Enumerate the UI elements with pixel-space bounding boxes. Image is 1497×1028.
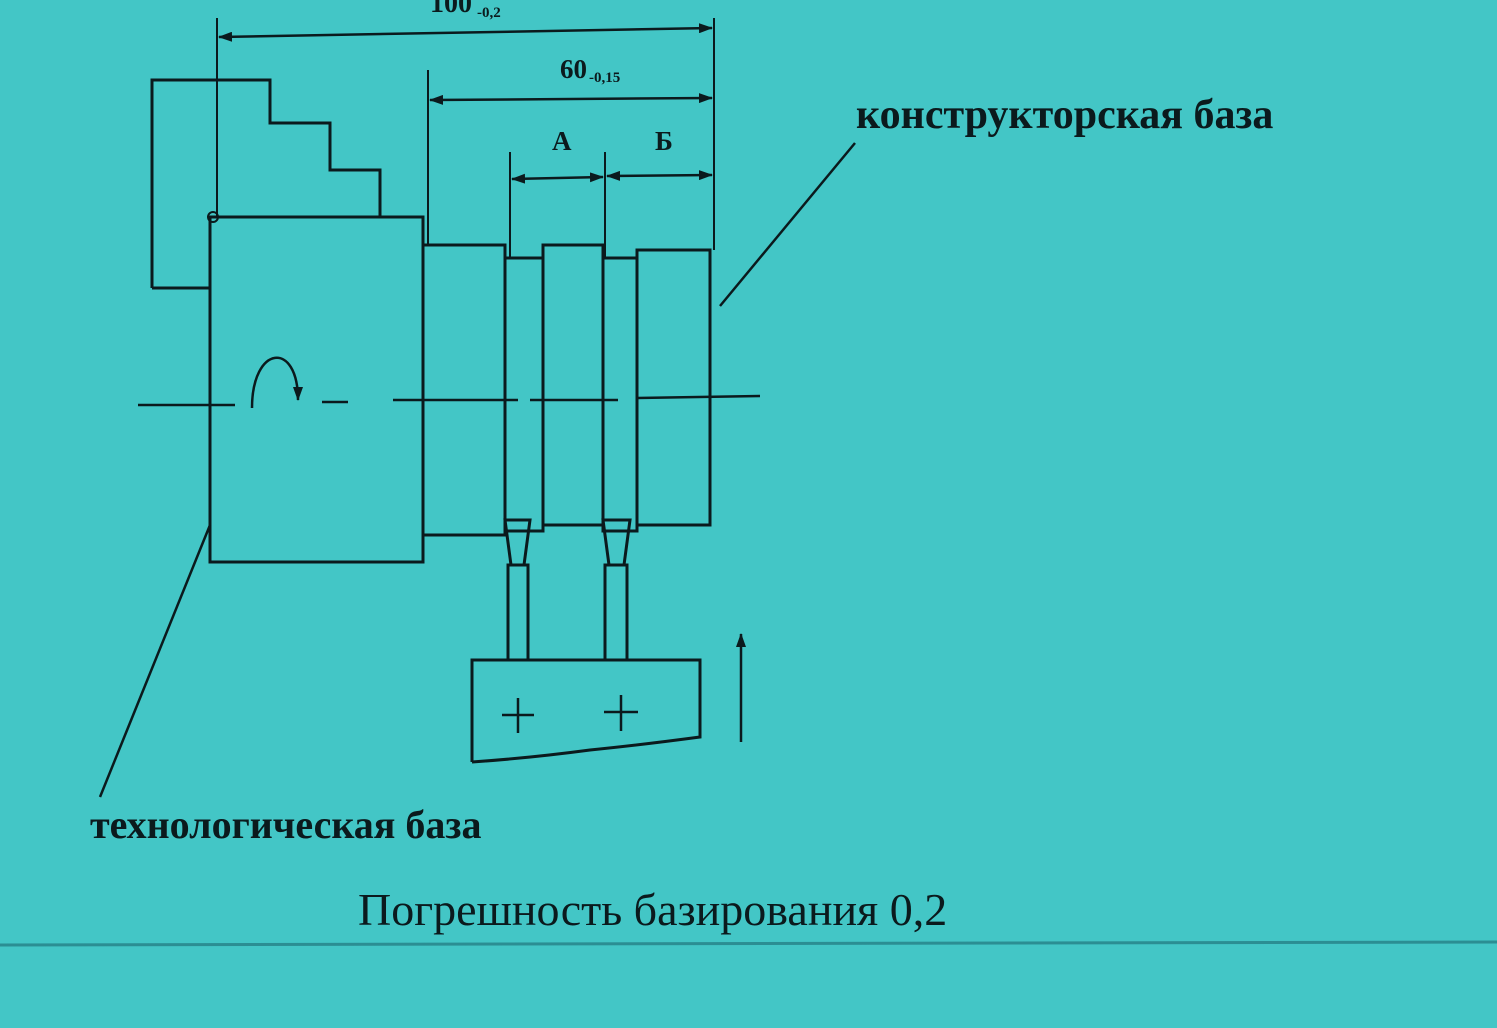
dim-overall-value: 100 <box>430 0 472 19</box>
dim-overall-tolerance: -0,2 <box>477 5 501 21</box>
dim-line-a <box>511 172 604 184</box>
dim-line-b <box>606 170 713 181</box>
leader-technological-base <box>98 524 212 798</box>
leader-design-base <box>719 142 856 307</box>
cutter-1 <box>503 518 532 567</box>
tool-holder <box>470 658 702 764</box>
dim-label-b: Б <box>655 126 673 156</box>
dim-inner-value: 60 <box>560 54 587 84</box>
cutter-2-shank <box>603 563 629 662</box>
caption: Погрешность базирования 0,2 <box>358 884 947 935</box>
dimension-inner: 60 -0,15 <box>560 54 620 86</box>
dimension-overall: 100 -0,2 <box>430 0 501 21</box>
chuck-jaw <box>150 78 382 288</box>
dim-line-overall <box>218 23 713 42</box>
dim-line-inner <box>429 93 713 105</box>
shaft-body <box>423 243 712 537</box>
cutter-1-shank <box>506 563 530 662</box>
dim-inner-tolerance: -0,15 <box>589 70 620 86</box>
design-base-label: конструкторская база <box>856 92 1273 138</box>
workpiece-large-cylinder <box>208 215 425 564</box>
axis-centerline <box>138 394 761 407</box>
dim-label-a: А <box>552 126 572 156</box>
cutter-2 <box>601 518 632 567</box>
technological-base-label: технологическая база <box>90 802 481 847</box>
rotation-arrow-icon <box>250 356 303 409</box>
locator-point <box>207 211 219 223</box>
bottom-divider <box>0 940 1497 947</box>
